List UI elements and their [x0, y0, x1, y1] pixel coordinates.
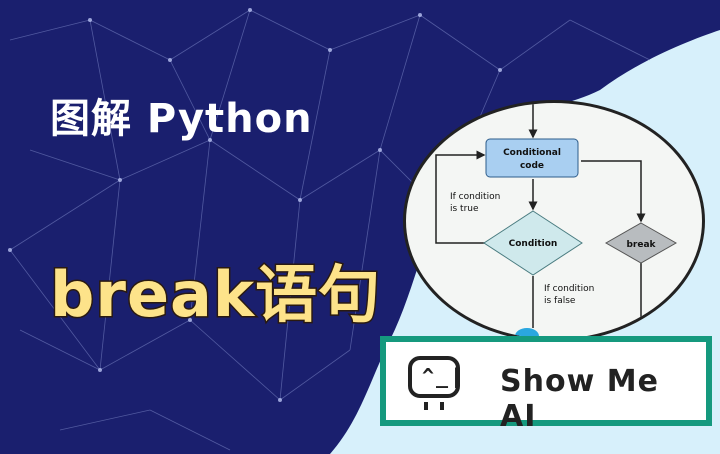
robot-face-icon: ^_|	[408, 356, 462, 410]
conditional-code-label-2: code	[520, 161, 544, 171]
condition-label: Condition	[509, 239, 558, 249]
title-chinese: 图解 Python	[50, 96, 313, 142]
robot-eyes: ^_|	[422, 364, 465, 388]
conditional-code-label-1: Conditional	[503, 148, 561, 158]
break-diamond	[604, 222, 678, 264]
conditional-code-box	[485, 138, 579, 178]
if-false-label-2: is false	[544, 296, 576, 306]
if-false-label-1: If condition	[544, 284, 594, 294]
if-true-label-1: If condition	[450, 192, 500, 202]
logo-panel: ^_| Show Me AI	[380, 336, 712, 434]
flowchart: Conditional code If condition is true Co…	[435, 103, 678, 339]
flowchart-circle: Conditional code If condition is true Co…	[403, 100, 705, 342]
robot-stand	[424, 402, 444, 410]
logo-text: Show Me AI	[500, 364, 659, 434]
if-true-label-2: is true	[450, 204, 479, 214]
break-label: break	[626, 240, 656, 250]
title-main: break语句	[48, 257, 382, 333]
condition-diamond	[483, 210, 583, 276]
